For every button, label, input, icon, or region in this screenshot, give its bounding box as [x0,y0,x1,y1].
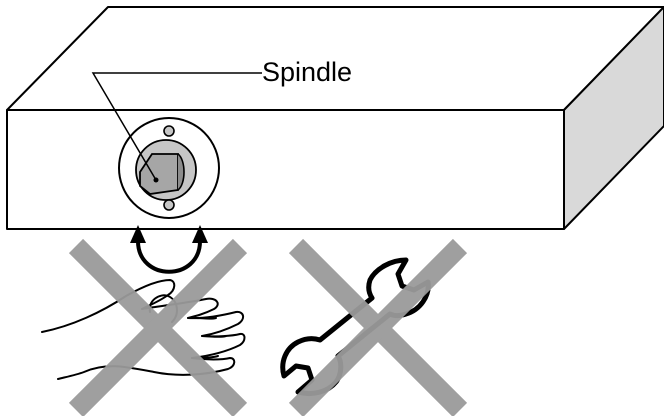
mount-screw-bottom [163,199,175,211]
box-side-face [563,6,664,230]
box-front-face [6,109,565,230]
mount-screw-top [163,125,175,137]
callout-leader-line [91,72,262,181]
device-box [6,6,664,230]
prohibition-cross-icon [68,238,468,416]
spindle-assembly [118,117,220,219]
rotation-arrows-icon [130,225,208,274]
spindle-label: Spindle [262,57,353,87]
spindle-shaft-tip [177,153,185,191]
wrench-icon [280,257,431,397]
